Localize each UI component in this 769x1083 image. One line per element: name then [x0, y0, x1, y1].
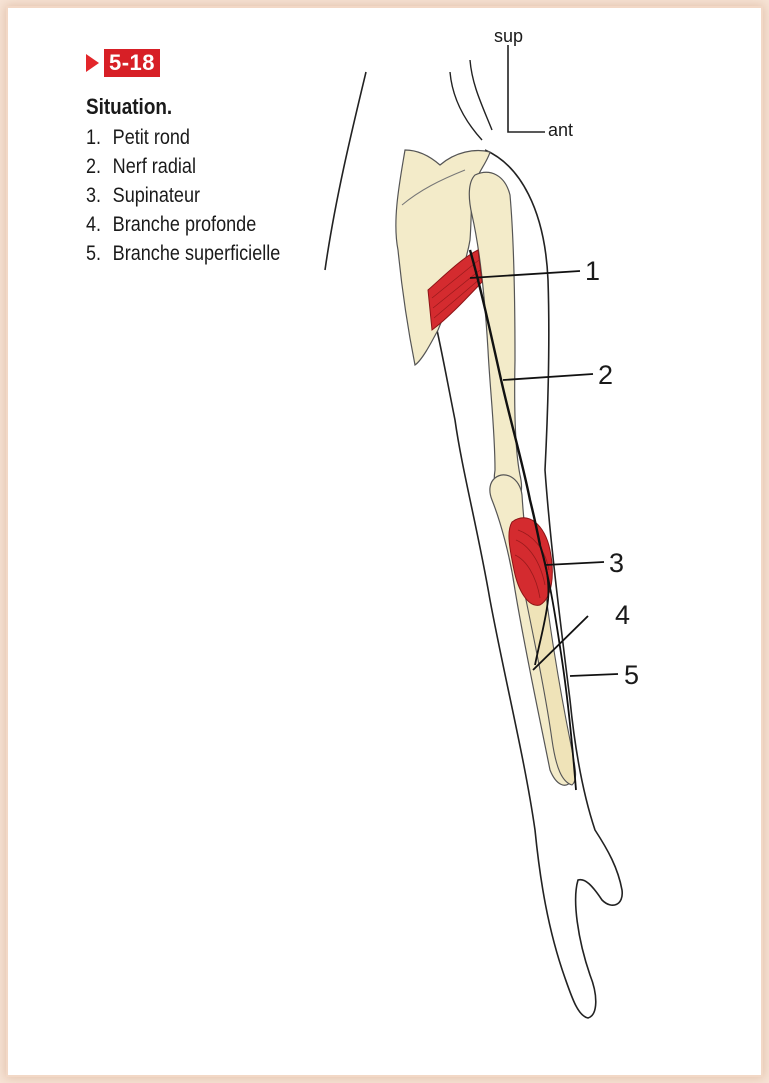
callout-3: 3 [609, 548, 624, 578]
callout-5: 5 [624, 660, 639, 690]
back-outline [325, 72, 366, 270]
callout-1: 1 [585, 256, 600, 286]
callout-2: 2 [598, 360, 613, 390]
neck-outline [450, 72, 482, 140]
orientation-ant-label: ant [548, 120, 573, 140]
callout-4: 4 [615, 600, 630, 630]
orientation-indicator [508, 45, 545, 132]
neck-outline-2 [470, 60, 492, 130]
orientation-sup-label: sup [494, 26, 523, 46]
